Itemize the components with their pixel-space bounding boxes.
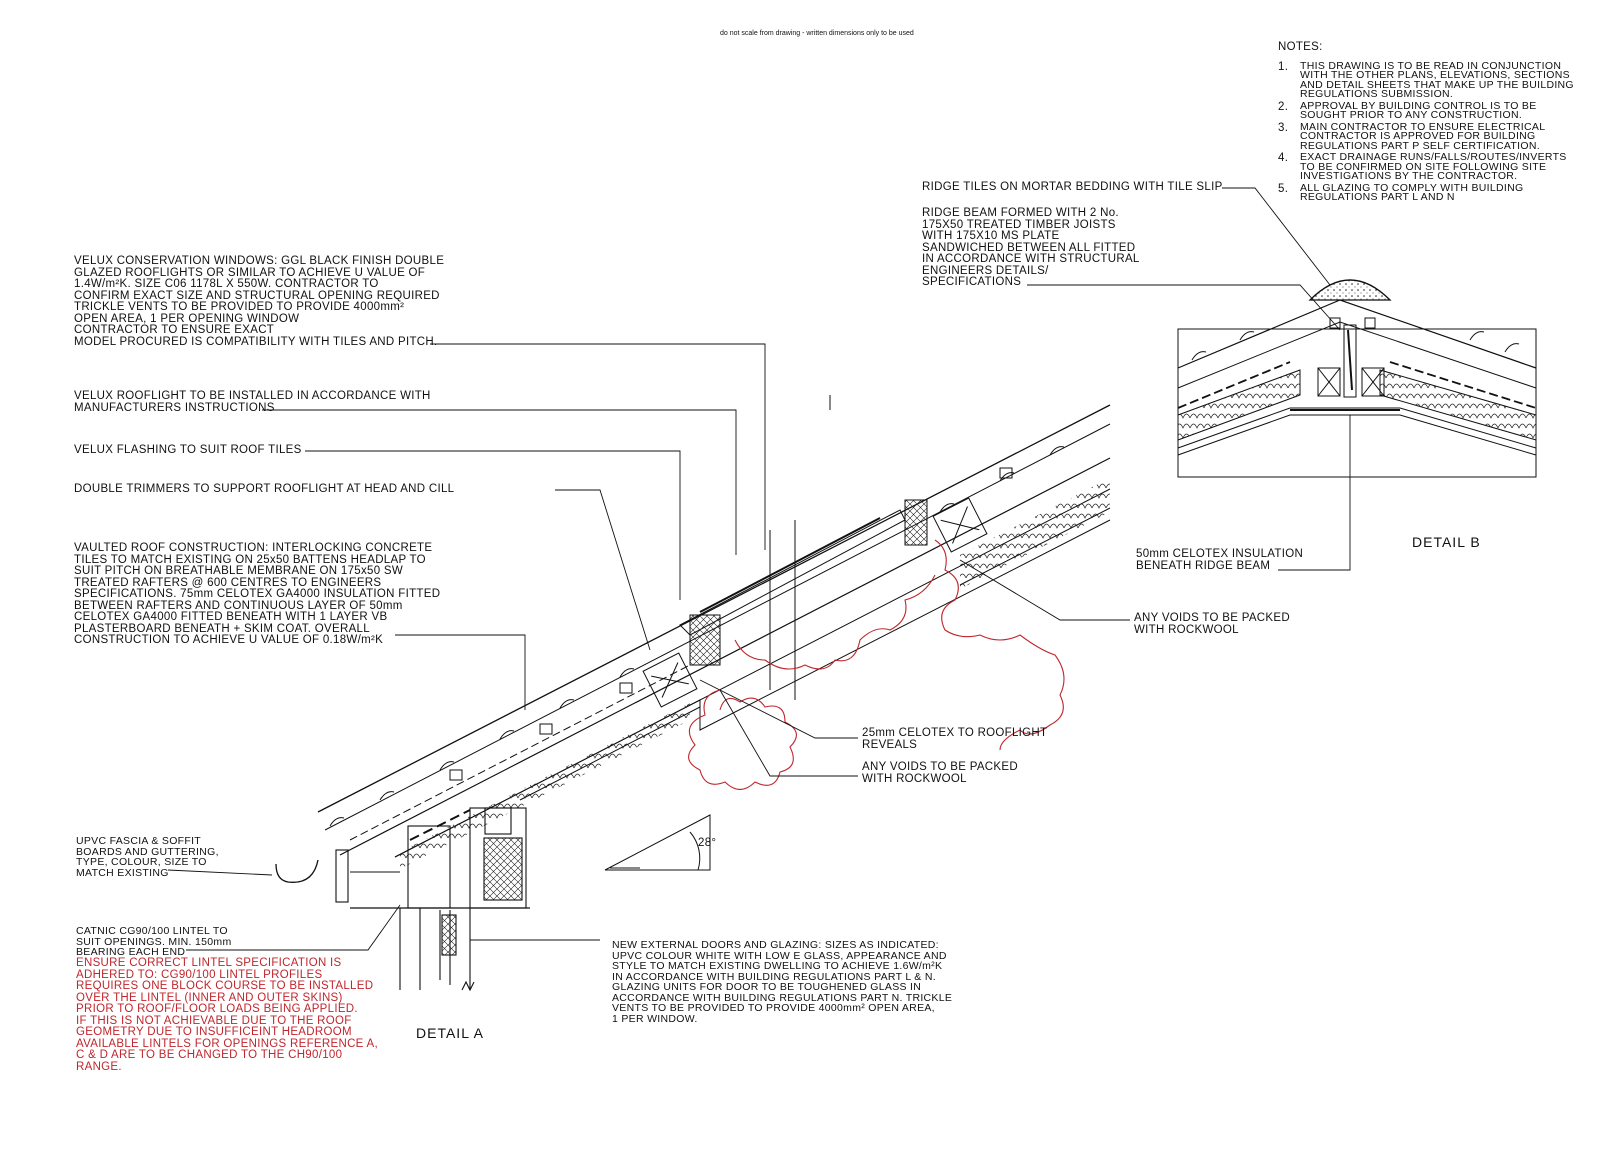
pitch-angle-indicator: [604, 814, 711, 871]
callout-velux-flashing: VELUX FLASHING TO SUIT ROOF TILES: [74, 444, 302, 456]
callout-voids-rockwool: ANY VOIDS TO BE PACKED WITH ROCKWOOL: [1134, 612, 1290, 636]
callout-velux-windows: VELUX CONSERVATION WINDOWS: GGL BLACK FI…: [74, 255, 445, 348]
notes-heading: NOTES:: [1278, 41, 1323, 53]
revision-cloud-a: [688, 539, 1065, 791]
notes-panel: NOTES: 1. THIS DRAWING IS TO BE READ IN …: [1278, 41, 1574, 203]
detail-b-label: DETAIL B: [1412, 534, 1481, 550]
note-item: 2. APPROVAL BY BUILDING CONTROL IS TO BE…: [1278, 99, 1537, 121]
callout-double-trimmers: DOUBLE TRIMMERS TO SUPPORT ROOFLIGHT AT …: [74, 483, 455, 495]
note-item: 5. ALL GLAZING TO COMPLY WITH BUILDING R…: [1278, 181, 1524, 203]
callout-ridge-tiles: RIDGE TILES ON MORTAR BEDDING WITH TILE …: [922, 181, 1223, 193]
callout-voids-rockwool: ANY VOIDS TO BE PACKED WITH ROCKWOOL: [862, 761, 1018, 785]
note-item: 3. MAIN CONTRACTOR TO ENSURE ELECTRICAL …: [1278, 120, 1546, 152]
callout-upvc-fascia: UPVC FASCIA & SOFFIT BOARDS AND GUTTERIN…: [76, 835, 219, 879]
callout-celotex-reveals: 25mm CELOTEX TO ROOFLIGHT REVEALS: [862, 727, 1048, 751]
detail-a-wall: [275, 807, 530, 992]
callout-external-doors: NEW EXTERNAL DOORS AND GLAZING: SIZES AS…: [612, 939, 953, 1025]
scale-disclaimer: do not scale from drawing - written dime…: [720, 30, 914, 37]
callout-velux-install: VELUX ROOFLIGHT TO BE INSTALLED IN ACCOR…: [74, 390, 431, 414]
callout-celotex-ridge: 50mm CELOTEX INSULATION BENEATH RIDGE BE…: [1136, 548, 1304, 572]
callout-catnic-lintel: CATNIC CG90/100 LINTEL TO SUIT OPENINGS.…: [76, 925, 232, 958]
callout-vaulted-roof: VAULTED ROOF CONSTRUCTION: INTERLOCKING …: [74, 542, 441, 646]
callout-ridge-beam: RIDGE BEAM FORMED WITH 2 No. 175X50 TREA…: [922, 207, 1140, 288]
note-item: 1. THIS DRAWING IS TO BE READ IN CONJUNC…: [1278, 59, 1574, 100]
detail-a-roof: [317, 395, 1111, 869]
detail-b-ridge: [1177, 279, 1537, 478]
pitch-angle-label: 28°: [698, 837, 717, 849]
note-item: 4. EXACT DRAINAGE RUNS/FALLS/ROUTES/INVE…: [1278, 151, 1567, 182]
leader-lines: [167, 187, 1351, 951]
callout-lintel-warning: ENSURE CORRECT LINTEL SPECIFICATION IS A…: [76, 957, 378, 1073]
detail-a-label: DETAIL A: [416, 1025, 484, 1041]
